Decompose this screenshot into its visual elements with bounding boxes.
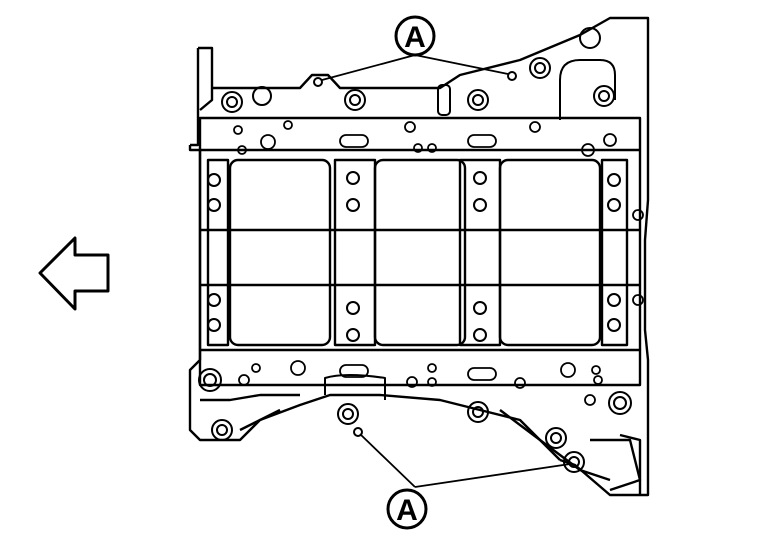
callout-leader-lines [321,54,571,488]
bedplate-frame [198,116,642,387]
callout-a-top: A [394,15,436,57]
cylinder-block-outline [188,16,650,497]
bearing-cap-bolts [207,171,621,342]
top-bolt-bosses [221,27,616,120]
rail-holes [233,120,644,406]
callout-label-bottom: A [396,494,418,527]
callout-a-bottom: A [386,488,428,530]
bottom-bolt-bosses [198,368,632,473]
callout-label-top: A [404,21,426,54]
arrow-left-outline-icon [38,236,110,311]
